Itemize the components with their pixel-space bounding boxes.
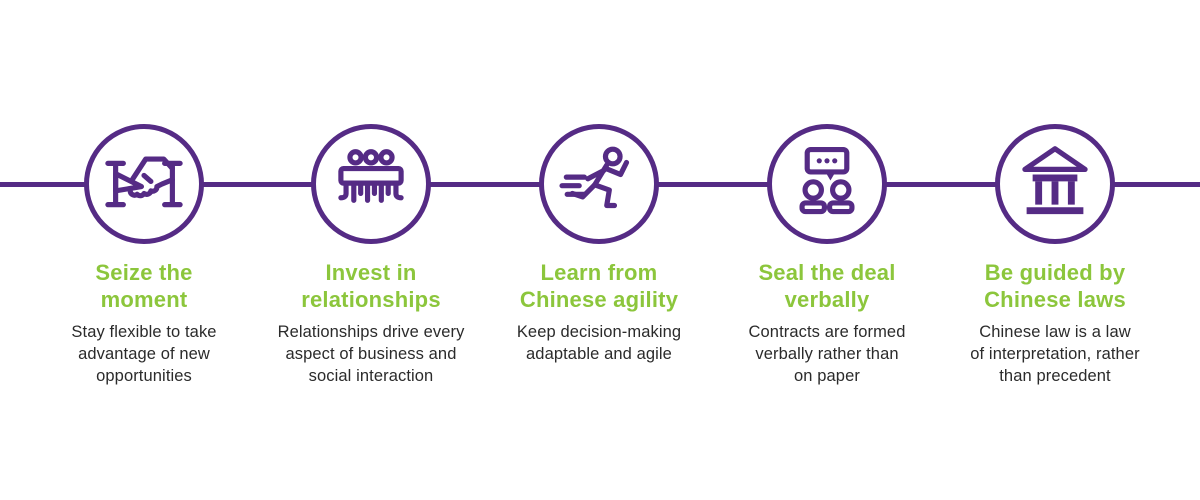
runner-icon bbox=[559, 146, 630, 209]
step-2-description: Relationships drive every aspect of busi… bbox=[277, 323, 465, 385]
step-1-circle bbox=[84, 124, 204, 244]
step-5-title: Be guided by Chinese laws bbox=[984, 260, 1126, 312]
step-3-title: Learn from Chinese agility bbox=[519, 260, 679, 312]
step-3-learn-from-chinese-agility: Learn from Chinese agility Keep decision… bbox=[489, 124, 709, 365]
step-3-circle bbox=[539, 124, 659, 244]
handshake-icon bbox=[105, 156, 183, 208]
step-4-circle bbox=[767, 124, 887, 244]
step-2-circle bbox=[311, 124, 431, 244]
step-2-title: Invest in relationships bbox=[301, 260, 441, 312]
step-4-seal-the-deal-verbally: Seal the deal verbally Contracts are for… bbox=[717, 124, 937, 387]
step-1-title: Seize the moment bbox=[95, 260, 193, 312]
step-5-circle bbox=[995, 124, 1115, 244]
step-1-description: Stay flexible to take advantage of new o… bbox=[71, 323, 217, 385]
step-5-be-guided-by-chinese-laws: Be guided by Chinese laws Chinese law is… bbox=[945, 124, 1165, 387]
step-5-description: Chinese law is a law of interpretation, … bbox=[970, 323, 1140, 385]
speech-bubble-people-icon bbox=[799, 147, 855, 215]
step-1-seize-the-moment: Seize the moment Stay flexible to take a… bbox=[34, 124, 254, 387]
step-3-description: Keep decision-making adaptable and agile bbox=[516, 323, 682, 363]
team-table-icon bbox=[338, 149, 404, 203]
step-2-invest-in-relationships: Invest in relationships Relationships dr… bbox=[261, 124, 481, 387]
step-4-description: Contracts are formed verbally rather tha… bbox=[748, 323, 906, 385]
bank-building-icon bbox=[1022, 146, 1088, 215]
step-4-title: Seal the deal verbally bbox=[758, 260, 896, 312]
